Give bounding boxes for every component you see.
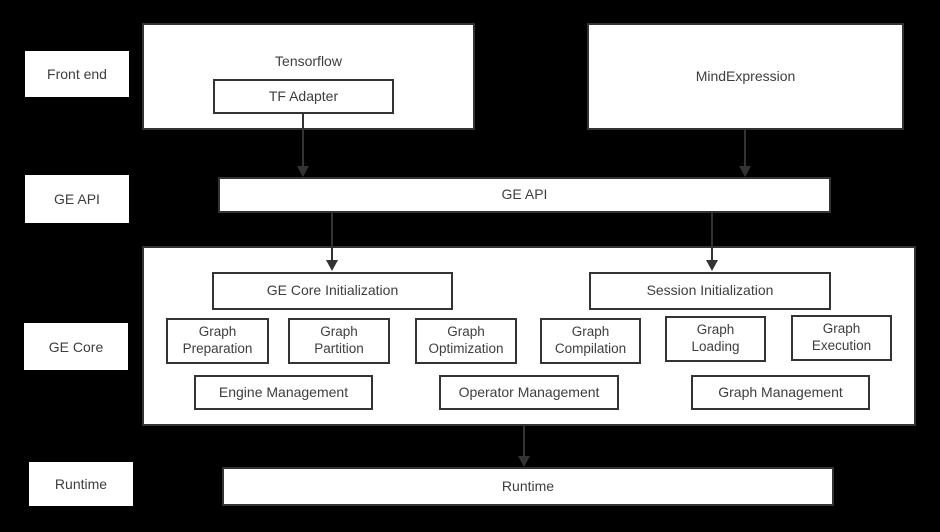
arrow-ge-core-to-runtime <box>518 426 530 467</box>
mindexpression-box: MindExpression <box>587 23 904 130</box>
arrow-head-icon <box>706 260 718 271</box>
graph-partition-box: Graph Partition <box>288 318 390 364</box>
ge-core-initialization-box: GE Core Initialization <box>212 272 453 310</box>
operator-management-box: Operator Management <box>439 375 619 410</box>
runtime-bar: Runtime <box>222 467 834 506</box>
arrow-shaft <box>331 213 333 262</box>
tf-adapter-box: TF Adapter <box>213 79 394 114</box>
arrow-head-icon <box>297 166 309 177</box>
graph-compilation-box: Graph Compilation <box>540 318 641 364</box>
arrow-ge-api-to-ge-core-initialization <box>326 213 338 271</box>
engine-management-box: Engine Management <box>194 375 373 410</box>
arrow-head-icon <box>739 166 751 177</box>
ge-api-bar: GE API <box>218 177 831 213</box>
layer-label-ge-core: GE Core <box>24 323 128 370</box>
arrow-ge-api-to-session-initialization <box>706 213 718 271</box>
layer-label-front-end: Front end <box>25 51 129 97</box>
arrow-tf-adapter-to-ge-api <box>297 114 309 177</box>
graph-preparation-box: Graph Preparation <box>166 318 269 364</box>
graph-optimization-box: Graph Optimization <box>415 318 517 364</box>
arrow-shaft <box>302 114 304 168</box>
tensorflow-title: Tensorflow <box>275 53 342 69</box>
graph-execution-box: Graph Execution <box>791 315 892 361</box>
session-initialization-box: Session Initialization <box>589 272 831 310</box>
layer-label-runtime: Runtime <box>29 462 133 506</box>
arrow-mindexpression-to-ge-api <box>739 130 751 177</box>
arrow-shaft <box>523 426 525 458</box>
arrow-shaft <box>711 213 713 262</box>
arrow-head-icon <box>326 260 338 271</box>
tensorflow-box: Tensorflow TF Adapter <box>142 23 475 130</box>
arrow-head-icon <box>518 456 530 467</box>
ge-core-box: GE Core Initialization Session Initializ… <box>142 246 916 426</box>
arrow-shaft <box>744 130 746 168</box>
graph-management-box: Graph Management <box>691 375 870 410</box>
layer-label-ge-api: GE API <box>25 175 129 223</box>
graph-loading-box: Graph Loading <box>665 316 766 362</box>
